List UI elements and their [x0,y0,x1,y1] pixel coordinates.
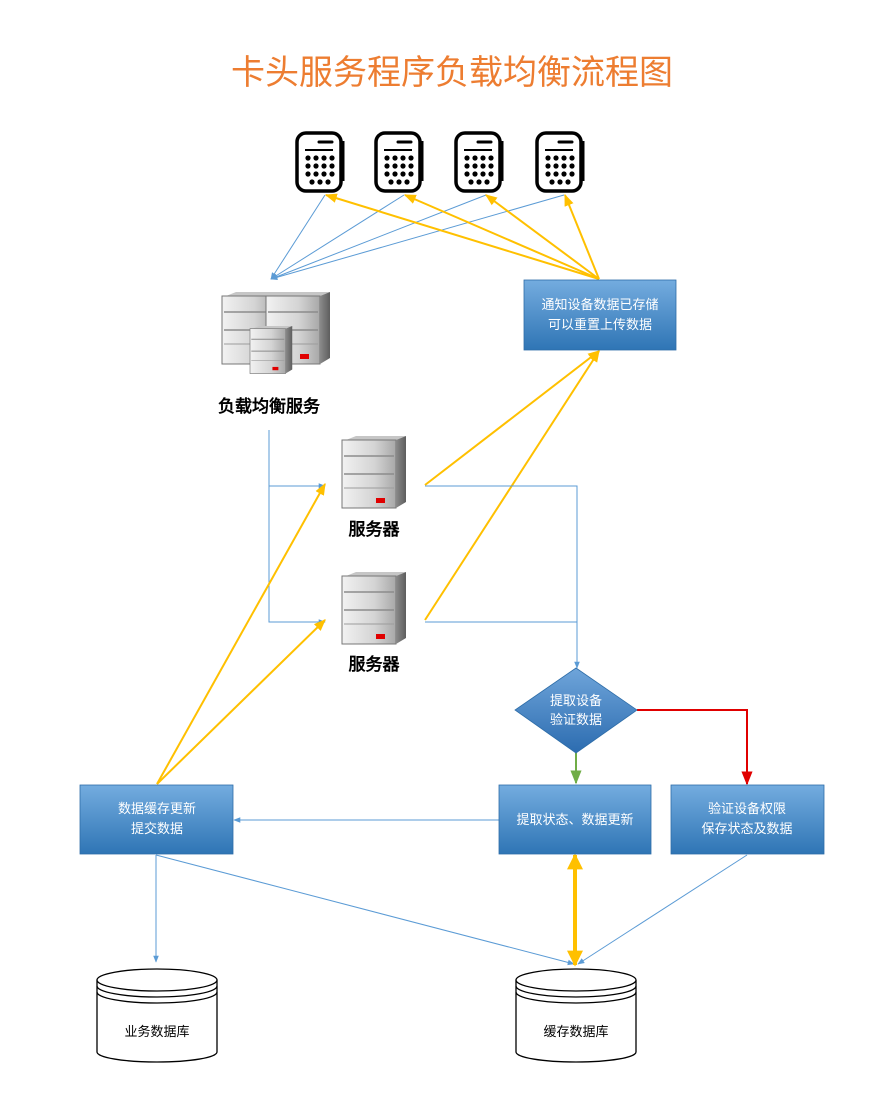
card-terminal-icon [535,131,585,193]
connector-device2-balancer [270,194,405,280]
connector-server1-notify [424,350,600,486]
database-icon [515,968,637,1063]
business-database-label: 业务数据库 [124,1024,189,1040]
to-database-connectors [153,854,748,966]
verify-line2: 保存状态及数据 [701,822,792,837]
database-icon [96,968,218,1063]
card-terminal-icon [454,131,504,193]
notify-box-line2: 可以重置上传数据 [548,317,652,333]
cache-submit-line1: 数据缓存更新 [118,801,196,817]
server-label-1: 服务器 [349,519,401,540]
cache-database: 缓存数据库 [515,968,637,1063]
load-balancer-label: 负载均衡服务 [218,396,321,417]
connector-device3-balancer [270,194,487,280]
connector-server1-decision [425,485,580,669]
extract-state-box: 提取状态、数据更新 [498,784,652,855]
decision-line1: 提取设备 [550,693,602,709]
server-node-2: 服务器 [341,571,407,675]
business-database: 业务数据库 [96,968,218,1063]
card-terminal-icon [374,131,424,193]
cache-submit-line2: 提交数据 [131,821,183,837]
connector-notify-device3 [485,194,600,280]
connector-device4-balancer [270,194,565,280]
notify-to-device-connectors [324,193,600,280]
cache-database-label: 缓存数据库 [543,1024,608,1040]
connector-cachesubmit-cachedb [155,854,575,966]
connector-decision-verify [637,709,753,786]
server-to-decision-connectors [425,485,580,669]
cachesubmit-to-server-connectors [156,482,326,785]
connector-verify-cachedb [577,854,748,965]
balancer-to-server-connectors [268,430,326,625]
notify-box: 通知设备数据已存储 可以重置上传数据 [523,279,677,351]
card-terminal-icon [295,131,345,193]
connector-notify-device2 [403,194,600,280]
server-icon [341,571,407,645]
load-balancer-node: 负载均衡服务 [218,291,331,417]
server-label-2: 服务器 [349,654,401,675]
cache-submit-box: 数据缓存更新 提交数据 [79,784,234,855]
device-row [295,131,585,193]
verify-box: 验证设备权限 保存状态及数据 [670,784,825,855]
connector-notify-device4 [564,193,600,280]
decision-node: 提取设备 验证数据 [514,667,638,754]
device-to-balancer-connectors [270,194,565,280]
connector-cachesubmit-server2 [156,619,326,785]
server-icon [341,435,407,509]
connector-balancer-server2 [268,486,326,625]
server-cluster-icon [221,291,331,375]
decision-line2: 验证数据 [550,712,602,728]
connector-notify-device1 [324,193,600,280]
verify-line1: 验证设备权限 [708,801,786,817]
notify-box-line1: 通知设备数据已存储 [541,297,658,313]
extract-state-line1: 提取状态、数据更新 [516,812,633,828]
page-title: 卡头服务程序负载均衡流程图 [231,53,673,93]
server-node-1: 服务器 [341,435,407,540]
connector-balancer-server1 [268,430,326,489]
connector-device1-balancer [270,194,326,280]
connector-cachesubmit-server1 [156,482,326,785]
